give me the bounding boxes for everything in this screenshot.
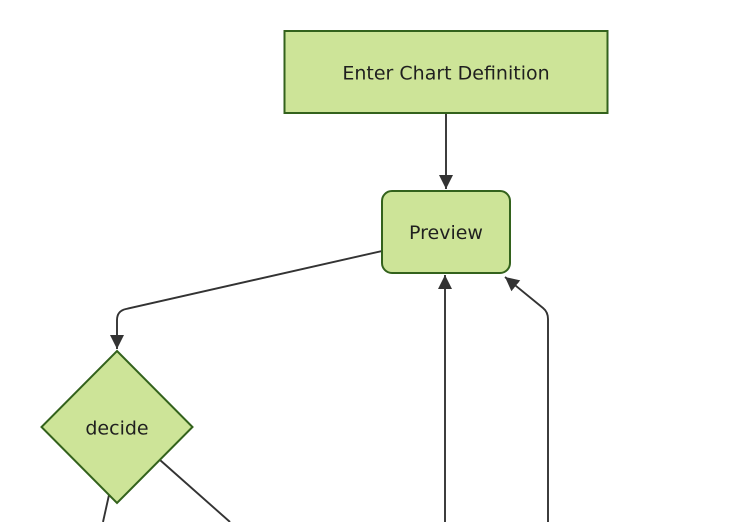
edge-decide-to-bottom-right xyxy=(159,459,231,522)
node-enter-chart-definition-shape xyxy=(283,30,609,114)
node-decide-label: decide xyxy=(85,418,148,440)
node-decide: decide xyxy=(40,349,194,505)
node-enter-chart-definition-label: Enter Chart Definition xyxy=(342,63,549,85)
edge-preview-to-decide xyxy=(110,250,383,349)
node-preview-label: Preview xyxy=(409,222,483,244)
node-decide-shape xyxy=(40,349,194,505)
edge-decide-to-bottom-left xyxy=(102,494,110,522)
node-enter-chart-definition: Enter Chart Definition xyxy=(283,30,609,114)
edge-group xyxy=(102,113,549,522)
node-preview-shape xyxy=(381,190,511,274)
edge-bottom-right-to-preview xyxy=(504,276,549,522)
node-preview: Preview xyxy=(381,190,511,274)
